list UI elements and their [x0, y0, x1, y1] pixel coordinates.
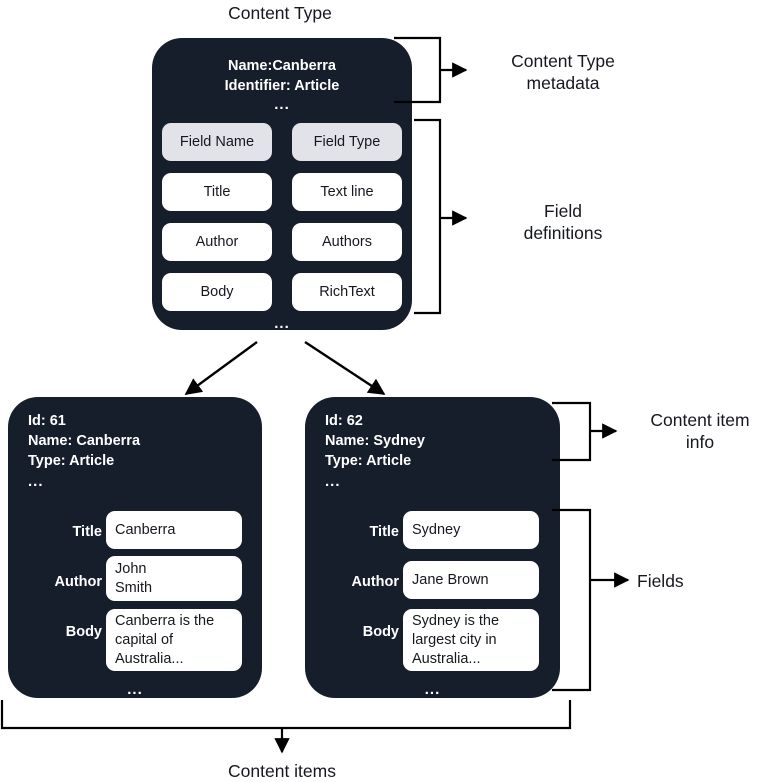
- arrow-to-content-item-1: [304, 340, 386, 396]
- arrow-to-content-item-0: [184, 341, 258, 395]
- bracket-fields: [552, 508, 630, 692]
- field-definition-type-label-2: RichText: [319, 284, 375, 300]
- field-definition-type-2: RichText: [292, 273, 402, 311]
- field-definition-name-label-2: Body: [200, 284, 234, 300]
- content-item-field-value-1-2: Sydney is the largest city in Australia.…: [403, 609, 539, 671]
- field-type-header: Field Type: [292, 123, 402, 161]
- field-definition-name-0: Title: [162, 173, 272, 211]
- annotation-field-definitions: Field definitions: [523, 201, 603, 243]
- diagram-title: Content Type: [228, 3, 332, 23]
- content-item-bottom-ellipsis-0: ...: [127, 681, 143, 698]
- content-item-info-ellipsis-1: ...: [325, 473, 341, 490]
- content-item-field-value-0-2: Canberra is the capital of Australia...: [106, 609, 242, 671]
- content-item-id-0: Id: 61: [28, 413, 66, 429]
- annotation-content-item-info: Content item info: [650, 410, 750, 452]
- content-item-card-0: Id: 61 Name: Canberra Type: Article ... …: [8, 397, 262, 698]
- field-definition-type-0: Text line: [292, 173, 402, 211]
- content-type-name: Name:Canberra: [228, 58, 336, 74]
- field-name-header-label: Field Name: [179, 134, 255, 150]
- field-definition-type-1: Authors: [292, 223, 402, 261]
- content-item-field-label-0-1: Author: [54, 574, 102, 590]
- field-definition-type-label-1: Authors: [322, 234, 372, 250]
- field-definition-name-label-1: Author: [195, 234, 239, 250]
- bracket-content-items: [0, 700, 572, 754]
- content-item-type-0: Type: Article: [28, 453, 115, 469]
- content-type-card: Name:Canberra Identifier: Article ... Fi…: [152, 38, 412, 332]
- content-item-field-value-1-1: Jane Brown: [403, 561, 539, 599]
- content-item-info-ellipsis-0: ...: [28, 473, 44, 490]
- content-item-field-value-0-0: Canberra: [106, 511, 242, 549]
- content-item-type-1: Type: Article: [325, 453, 412, 469]
- content-type-ellipsis: ...: [274, 96, 290, 113]
- content-item-field-label-0-0: Title: [72, 524, 102, 540]
- content-item-id-1: Id: 62: [325, 413, 363, 429]
- content-item-field-value-0-1: John Smith: [106, 556, 242, 601]
- content-item-field-label-1-0: Title: [369, 524, 399, 540]
- field-type-header-label: Field Type: [313, 134, 381, 150]
- field-definition-type-label-0: Text line: [320, 184, 374, 200]
- content-item-name-1: Name: Sydney: [325, 433, 425, 449]
- content-item-field-label-1-1: Author: [351, 574, 399, 590]
- content-item-name-0: Name: Canberra: [28, 433, 141, 449]
- bracket-content-item-info: [552, 401, 618, 462]
- annotation-content-type-metadata: Content Type metadata: [511, 51, 615, 93]
- annotation-fields: Fields: [637, 571, 684, 591]
- content-type-bottom-ellipsis: ...: [274, 315, 290, 332]
- content-type-identifier: Identifier: Article: [224, 78, 340, 94]
- content-item-field-label-0-2: Body: [65, 624, 102, 640]
- field-name-header: Field Name: [162, 123, 272, 161]
- bracket-field-definitions: [414, 118, 468, 315]
- field-definition-name-label-0: Title: [203, 184, 231, 200]
- field-definition-name-2: Body: [162, 273, 272, 311]
- field-definition-name-1: Author: [162, 223, 272, 261]
- content-item-bottom-ellipsis-1: ...: [424, 681, 441, 698]
- content-item-field-value-1-0: Sydney: [403, 511, 539, 549]
- content-item-card-1: Id: 62 Name: Sydney Type: Article ... Ti…: [305, 397, 560, 698]
- bottom-label-content-items: Content items: [228, 761, 336, 781]
- content-item-field-label-1-2: Body: [362, 624, 399, 640]
